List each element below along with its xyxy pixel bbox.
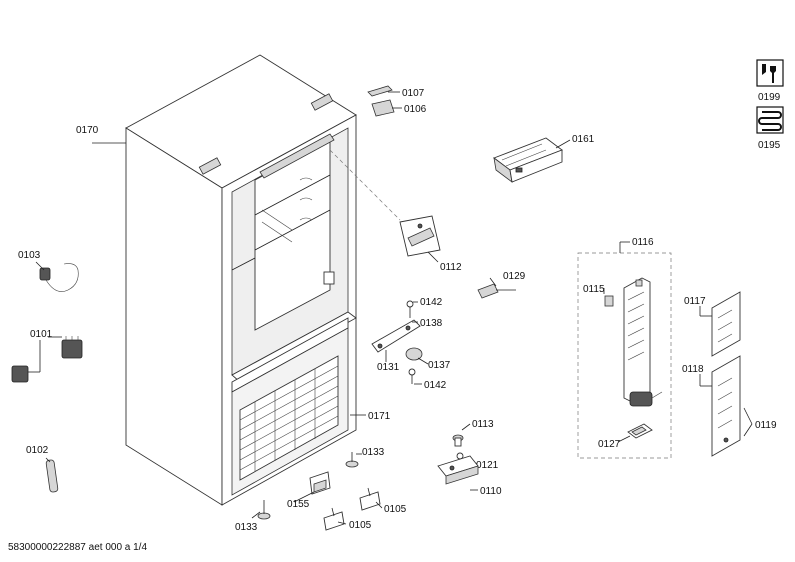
label-0105-upper: 0105: [384, 504, 407, 515]
label-0195: 0195: [758, 140, 781, 151]
label-0127: 0127: [598, 439, 621, 450]
part-0133-left: [257, 500, 271, 520]
part-0107: [367, 85, 400, 97]
label-0142-bottom: 0142: [424, 380, 447, 391]
fan-duct-assembly: [623, 277, 663, 407]
label-0101: 0101: [30, 329, 53, 340]
label-0133-left: 0133: [235, 522, 258, 533]
label-0107: 0107: [402, 88, 425, 99]
part-0129: [477, 277, 499, 299]
part-0106: [371, 99, 402, 117]
part-0105-lower: [323, 507, 345, 531]
label-0105-lower: 0105: [349, 520, 372, 531]
label-0102: 0102: [26, 445, 49, 456]
label-0155: 0155: [287, 499, 310, 510]
cabinet-body: [125, 54, 357, 506]
label-0161: 0161: [572, 134, 595, 145]
part-0142-top: [406, 300, 414, 318]
part-0102: [45, 459, 59, 493]
part-0115: [604, 295, 614, 307]
part-0101: [11, 336, 83, 383]
label-0115: 0115: [583, 284, 605, 295]
part-0112: [399, 215, 441, 257]
part-0105-upper: [359, 487, 381, 511]
label-0131: 0131: [377, 362, 400, 373]
label-0112: 0112: [440, 262, 462, 273]
part-0142-bottom: [408, 368, 416, 384]
part-0137: [405, 347, 423, 361]
label-0113: 0113: [472, 419, 494, 430]
part-0138: [371, 319, 421, 353]
label-0119: 0119: [755, 420, 777, 431]
label-0129: 0129: [503, 271, 526, 282]
tool-icon: [756, 59, 784, 87]
label-0110: 0110: [480, 486, 502, 497]
part-0127: [627, 423, 653, 439]
label-0199: 0199: [758, 92, 781, 103]
label-0170: 0170: [76, 125, 99, 136]
label-0118: 0118: [682, 364, 704, 375]
label-0121: 0121: [476, 460, 499, 471]
coil-icon: [756, 106, 784, 134]
label-0133-right: 0133: [362, 447, 385, 458]
part-0110: [437, 455, 479, 485]
label-0142-top: 0142: [420, 297, 443, 308]
label-0171: 0171: [368, 411, 391, 422]
label-0106: 0106: [404, 104, 427, 115]
label-0116: 0116: [632, 237, 654, 248]
document-reference: 58300000222887 aet 000 a 1/4: [8, 542, 148, 553]
label-0103: 0103: [18, 250, 41, 261]
label-0137: 0137: [428, 360, 451, 371]
part-0118: [711, 355, 741, 457]
part-0117: [711, 291, 741, 357]
part-0161: [493, 137, 563, 183]
part-0103: [35, 261, 79, 292]
part-0133-right: [345, 452, 359, 468]
label-0138: 0138: [420, 318, 443, 329]
part-0155: [309, 471, 331, 495]
label-0117: 0117: [684, 296, 706, 307]
part-0113: [452, 434, 464, 447]
